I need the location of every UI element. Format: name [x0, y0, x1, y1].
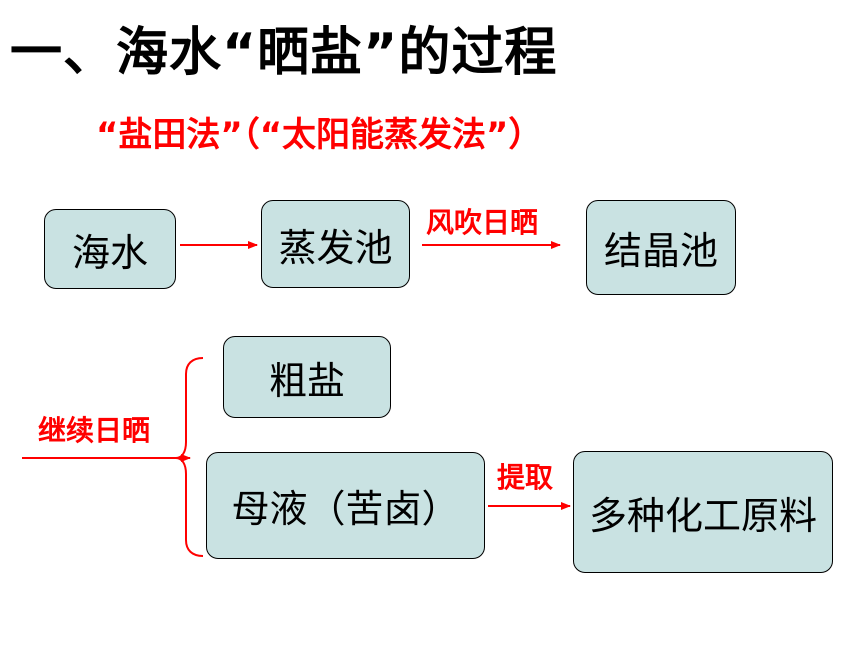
mother-liquor-box: 母液（苦卤）: [206, 452, 485, 559]
page-title: 一、海水“晒盐”的过程: [10, 23, 558, 83]
crystallization-pond-label: 结晶池: [603, 229, 718, 273]
seawater-box: 海水: [44, 209, 176, 289]
chemical-materials-label: 多种化工原料: [588, 493, 817, 538]
crude-salt-box: 粗盐: [223, 336, 391, 418]
page-subtitle: “盐田法”（“太阳能蒸发法”）: [96, 115, 543, 155]
chemical-materials-box: 多种化工原料: [573, 451, 833, 573]
seawater-label: 海水: [71, 230, 148, 275]
wind-sun-label: 风吹日晒: [426, 206, 539, 239]
evaporation-pond-label: 蒸发池: [278, 225, 393, 270]
crystallization-pond-box: 结晶池: [586, 200, 736, 295]
continue-sun-label: 继续日晒: [38, 414, 151, 447]
brace-icon: [175, 357, 204, 557]
evaporation-pond-box: 蒸发池: [261, 200, 410, 288]
mother-liquor-label: 母液（苦卤）: [231, 487, 460, 531]
crude-salt-label: 粗盐: [268, 358, 345, 403]
extract-label: 提取: [497, 461, 554, 494]
